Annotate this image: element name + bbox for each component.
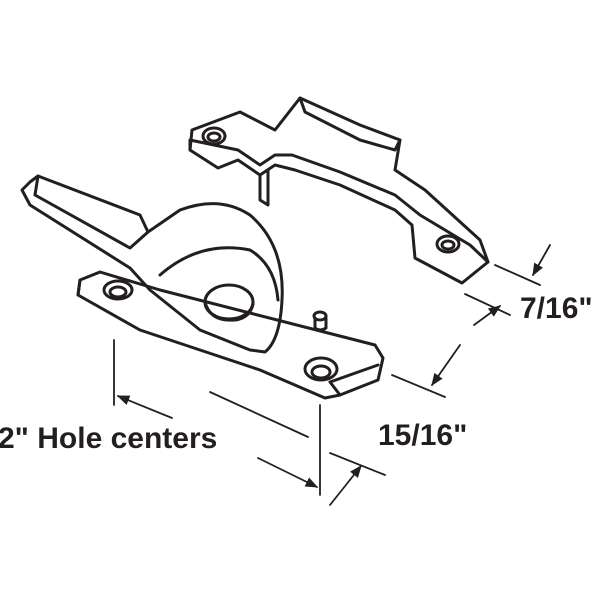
lock-base-plate	[76, 270, 385, 400]
width-dimension-label: 15/16"	[378, 419, 468, 452]
lock-lever-cam	[20, 174, 284, 354]
hole-centers-label: 2" Hole centers	[0, 422, 218, 455]
keeper-part	[188, 96, 490, 285]
height-dimension-label: 7/16"	[520, 292, 593, 325]
dimension-lines	[113, 244, 551, 506]
